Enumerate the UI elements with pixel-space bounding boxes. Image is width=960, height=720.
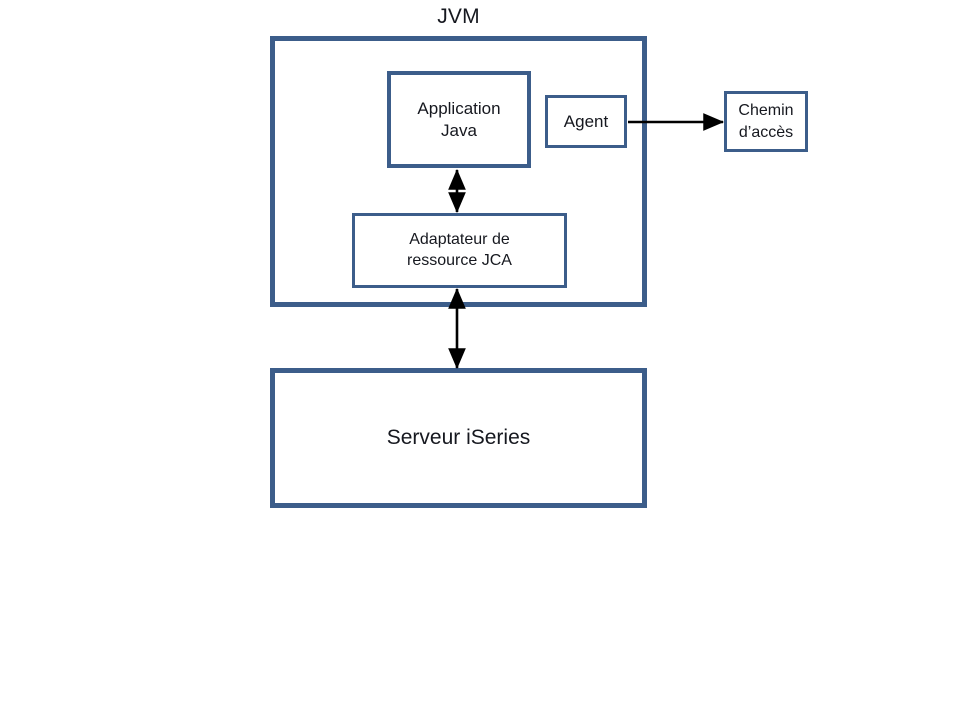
application-java-label: Application Java [417,98,501,140]
adaptateur-ressource-jca-box: Adaptateur de ressource JCA [352,213,567,288]
serveur-iseries-label: Serveur iSeries [386,425,531,449]
adaptateur-ressource-jca-label: Adaptateur de ressource JCA [407,231,512,269]
chemin-acces-label: Chemin d’accès [738,101,794,141]
agent-label: Agent [563,111,609,131]
application-java-box: Application Java [387,71,531,168]
jvm-container-title: JVM [437,5,480,28]
serveur-iseries-box: Serveur iSeries [270,368,647,508]
agent-box: Agent [545,95,627,148]
chemin-acces-box: Chemin d’accès [724,91,808,152]
